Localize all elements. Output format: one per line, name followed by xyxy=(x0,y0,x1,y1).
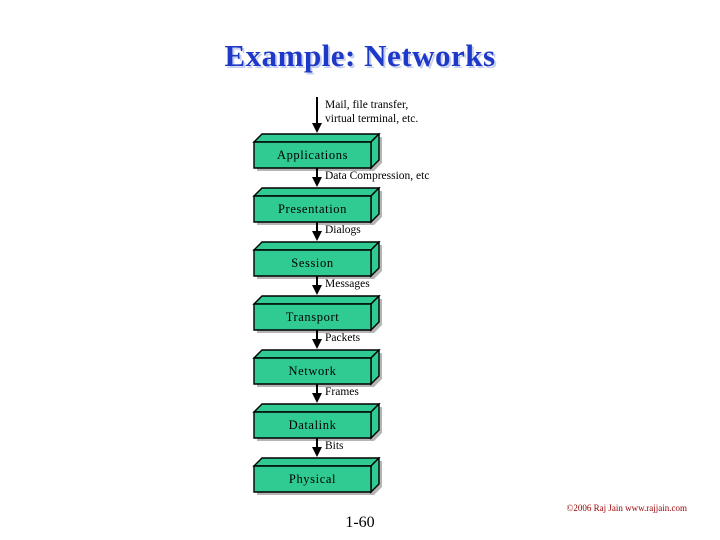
arrow-label-line: Frames xyxy=(325,386,359,398)
arrow-label-line: Bits xyxy=(325,440,344,452)
arrow-label: Mail, file transfer, virtual terminal, et… xyxy=(325,98,418,126)
down-arrow-icon xyxy=(312,339,322,349)
down-arrow-line xyxy=(316,438,318,448)
arrow-label-line: virtual terminal, etc. xyxy=(325,113,419,125)
arrow-label: Messages xyxy=(325,277,370,291)
layer-box-label: Physical xyxy=(288,471,337,486)
layer-box-label: Network xyxy=(288,363,337,378)
layer-box-label: Transport xyxy=(285,309,340,324)
layer-box: Network xyxy=(252,349,384,389)
slide-title: Example: Networks xyxy=(224,38,496,73)
down-arrow-line xyxy=(316,384,318,394)
layer-box-label: Applications xyxy=(276,147,349,162)
down-arrow-line xyxy=(316,168,318,178)
arrow-label: Dialogs xyxy=(325,223,361,237)
down-arrow-line xyxy=(316,330,318,340)
layer-box: Presentation xyxy=(252,187,384,227)
arrow-label-line: Mail, file transfer, xyxy=(325,99,409,111)
layer-box-label: Presentation xyxy=(278,201,347,216)
arrow-label-line: Messages xyxy=(325,278,370,290)
down-arrow-icon xyxy=(312,285,322,295)
layer-box-3d-shape xyxy=(252,133,382,171)
layer-box: Session xyxy=(252,241,384,281)
layer-box-label: Datalink xyxy=(288,417,337,432)
down-arrow-icon xyxy=(312,123,322,133)
arrow-label: Data Compression, etc xyxy=(325,169,429,183)
arrow-label-line: Dialogs xyxy=(325,224,361,236)
arrow-label-line: Data Compression, etc xyxy=(325,170,430,182)
layer-box: Transport xyxy=(252,295,384,335)
layer-box: Physical xyxy=(252,457,384,497)
layer-box-3d-shape xyxy=(252,457,382,495)
down-arrow-icon xyxy=(312,231,322,241)
down-arrow-line xyxy=(316,222,318,232)
copyright-notice: ©2006 Raj Jain www.rajjain.com xyxy=(566,503,687,513)
down-arrow-icon xyxy=(312,177,322,187)
arrow-label: Bits xyxy=(325,439,344,453)
layer-box-3d-shape xyxy=(252,187,382,225)
layer-box-3d-shape xyxy=(252,349,382,387)
layer-box-label: Session xyxy=(291,255,334,270)
layer-box-3d-shape xyxy=(252,241,382,279)
down-arrow-icon xyxy=(312,393,322,403)
layer-box-3d-shape xyxy=(252,295,382,333)
arrow-label: Packets xyxy=(325,331,360,345)
down-arrow-line xyxy=(316,276,318,286)
layer-box: Datalink xyxy=(252,403,384,443)
down-arrow-icon xyxy=(312,447,322,457)
page-number: 1-60 xyxy=(345,514,375,531)
arrow-label: Frames xyxy=(325,385,359,399)
arrow-label-line: Packets xyxy=(325,332,361,344)
layer-box-3d-shape xyxy=(252,403,382,441)
down-arrow-line xyxy=(316,97,318,124)
layer-box: Applications xyxy=(252,133,384,173)
